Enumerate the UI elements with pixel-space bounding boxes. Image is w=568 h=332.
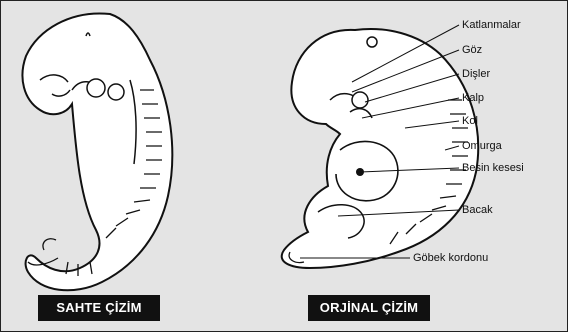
caption-fake-drawing: SAHTE ÇİZİM <box>38 295 160 321</box>
label-goz: Göz <box>462 44 482 56</box>
label-disler: Dişler <box>462 68 490 80</box>
fake-embryo-drawing <box>22 13 172 290</box>
label-kalp: Kalp <box>462 92 484 104</box>
label-bacak: Bacak <box>462 204 493 216</box>
label-omurga: Omurga <box>462 140 502 152</box>
label-katlanmalar: Katlanmalar <box>462 19 521 31</box>
caption-original-drawing: ORJİNAL ÇİZİM <box>308 295 430 321</box>
label-kol: Kol <box>462 115 478 127</box>
label-besin-kesesi: Besin kesesi <box>462 162 524 174</box>
label-gobek-kordonu: Göbek kordonu <box>413 252 488 264</box>
